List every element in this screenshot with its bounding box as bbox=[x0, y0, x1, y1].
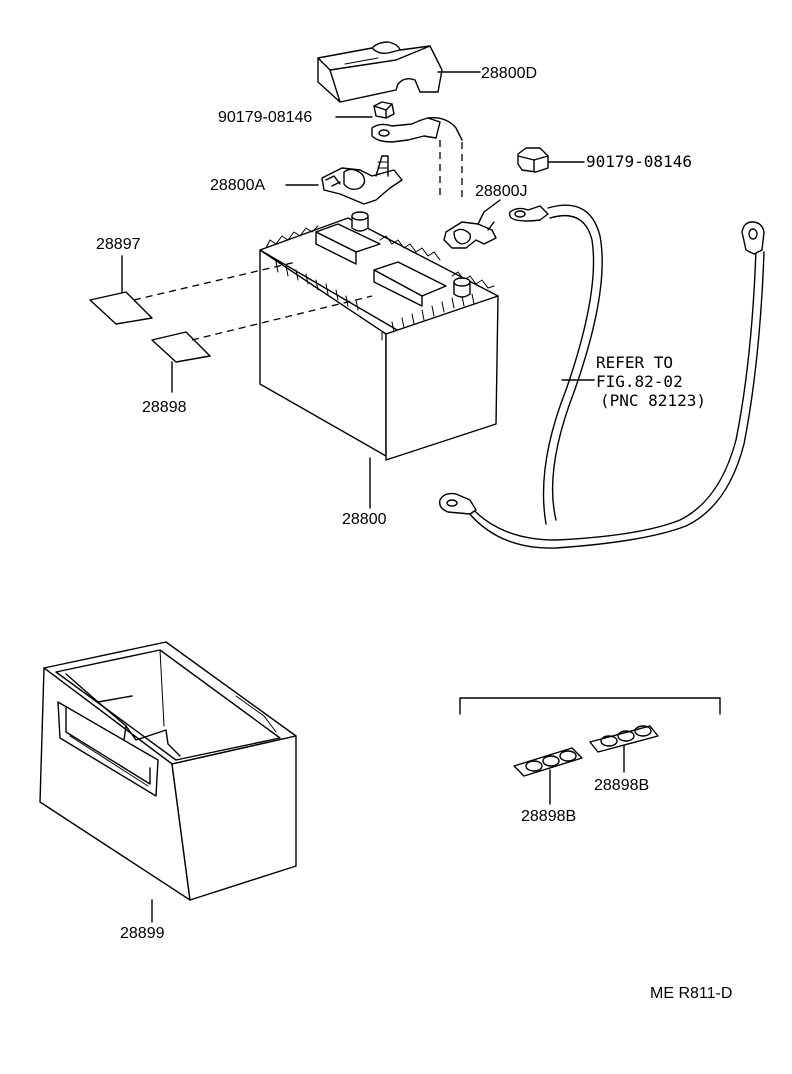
sticker-28898 bbox=[151, 295, 373, 393]
battery-28800 bbox=[259, 211, 499, 509]
label-28898b-left: 28898B bbox=[521, 808, 576, 825]
label-28800j: 28800J bbox=[475, 183, 528, 200]
figure-code: ME R811-D bbox=[650, 985, 732, 1002]
cable-end-top bbox=[371, 117, 463, 200]
terminal-28800a bbox=[285, 155, 403, 205]
nut-right bbox=[517, 147, 585, 173]
terminal-28800j bbox=[443, 199, 501, 249]
set-bracket bbox=[459, 697, 721, 715]
refer-line-3: (PNC 82123) bbox=[600, 391, 706, 410]
label-28897: 28897 bbox=[96, 236, 141, 253]
label-28800a: 28800A bbox=[210, 177, 265, 194]
label-28898: 28898 bbox=[142, 399, 187, 416]
label-28800d: 28800D bbox=[481, 65, 537, 82]
label-28899: 28899 bbox=[120, 925, 165, 942]
refer-line-2: FIG.82-02 bbox=[596, 372, 683, 391]
label-nut-top: 90179-08146 bbox=[218, 109, 312, 126]
sticker-28897 bbox=[89, 255, 297, 325]
terminal-cover-28800d bbox=[317, 41, 481, 103]
label-28898b-right: 28898B bbox=[594, 777, 649, 794]
label-nut-right: 90179-08146 bbox=[586, 152, 692, 171]
label-28800: 28800 bbox=[342, 511, 387, 528]
sticker-28898b-right bbox=[589, 725, 659, 773]
sticker-28898b-left bbox=[513, 747, 583, 805]
battery-tray-28899 bbox=[39, 641, 297, 923]
refer-line-1: REFER TO bbox=[596, 353, 673, 372]
battery-cable bbox=[438, 204, 765, 549]
nut-top bbox=[335, 101, 395, 119]
